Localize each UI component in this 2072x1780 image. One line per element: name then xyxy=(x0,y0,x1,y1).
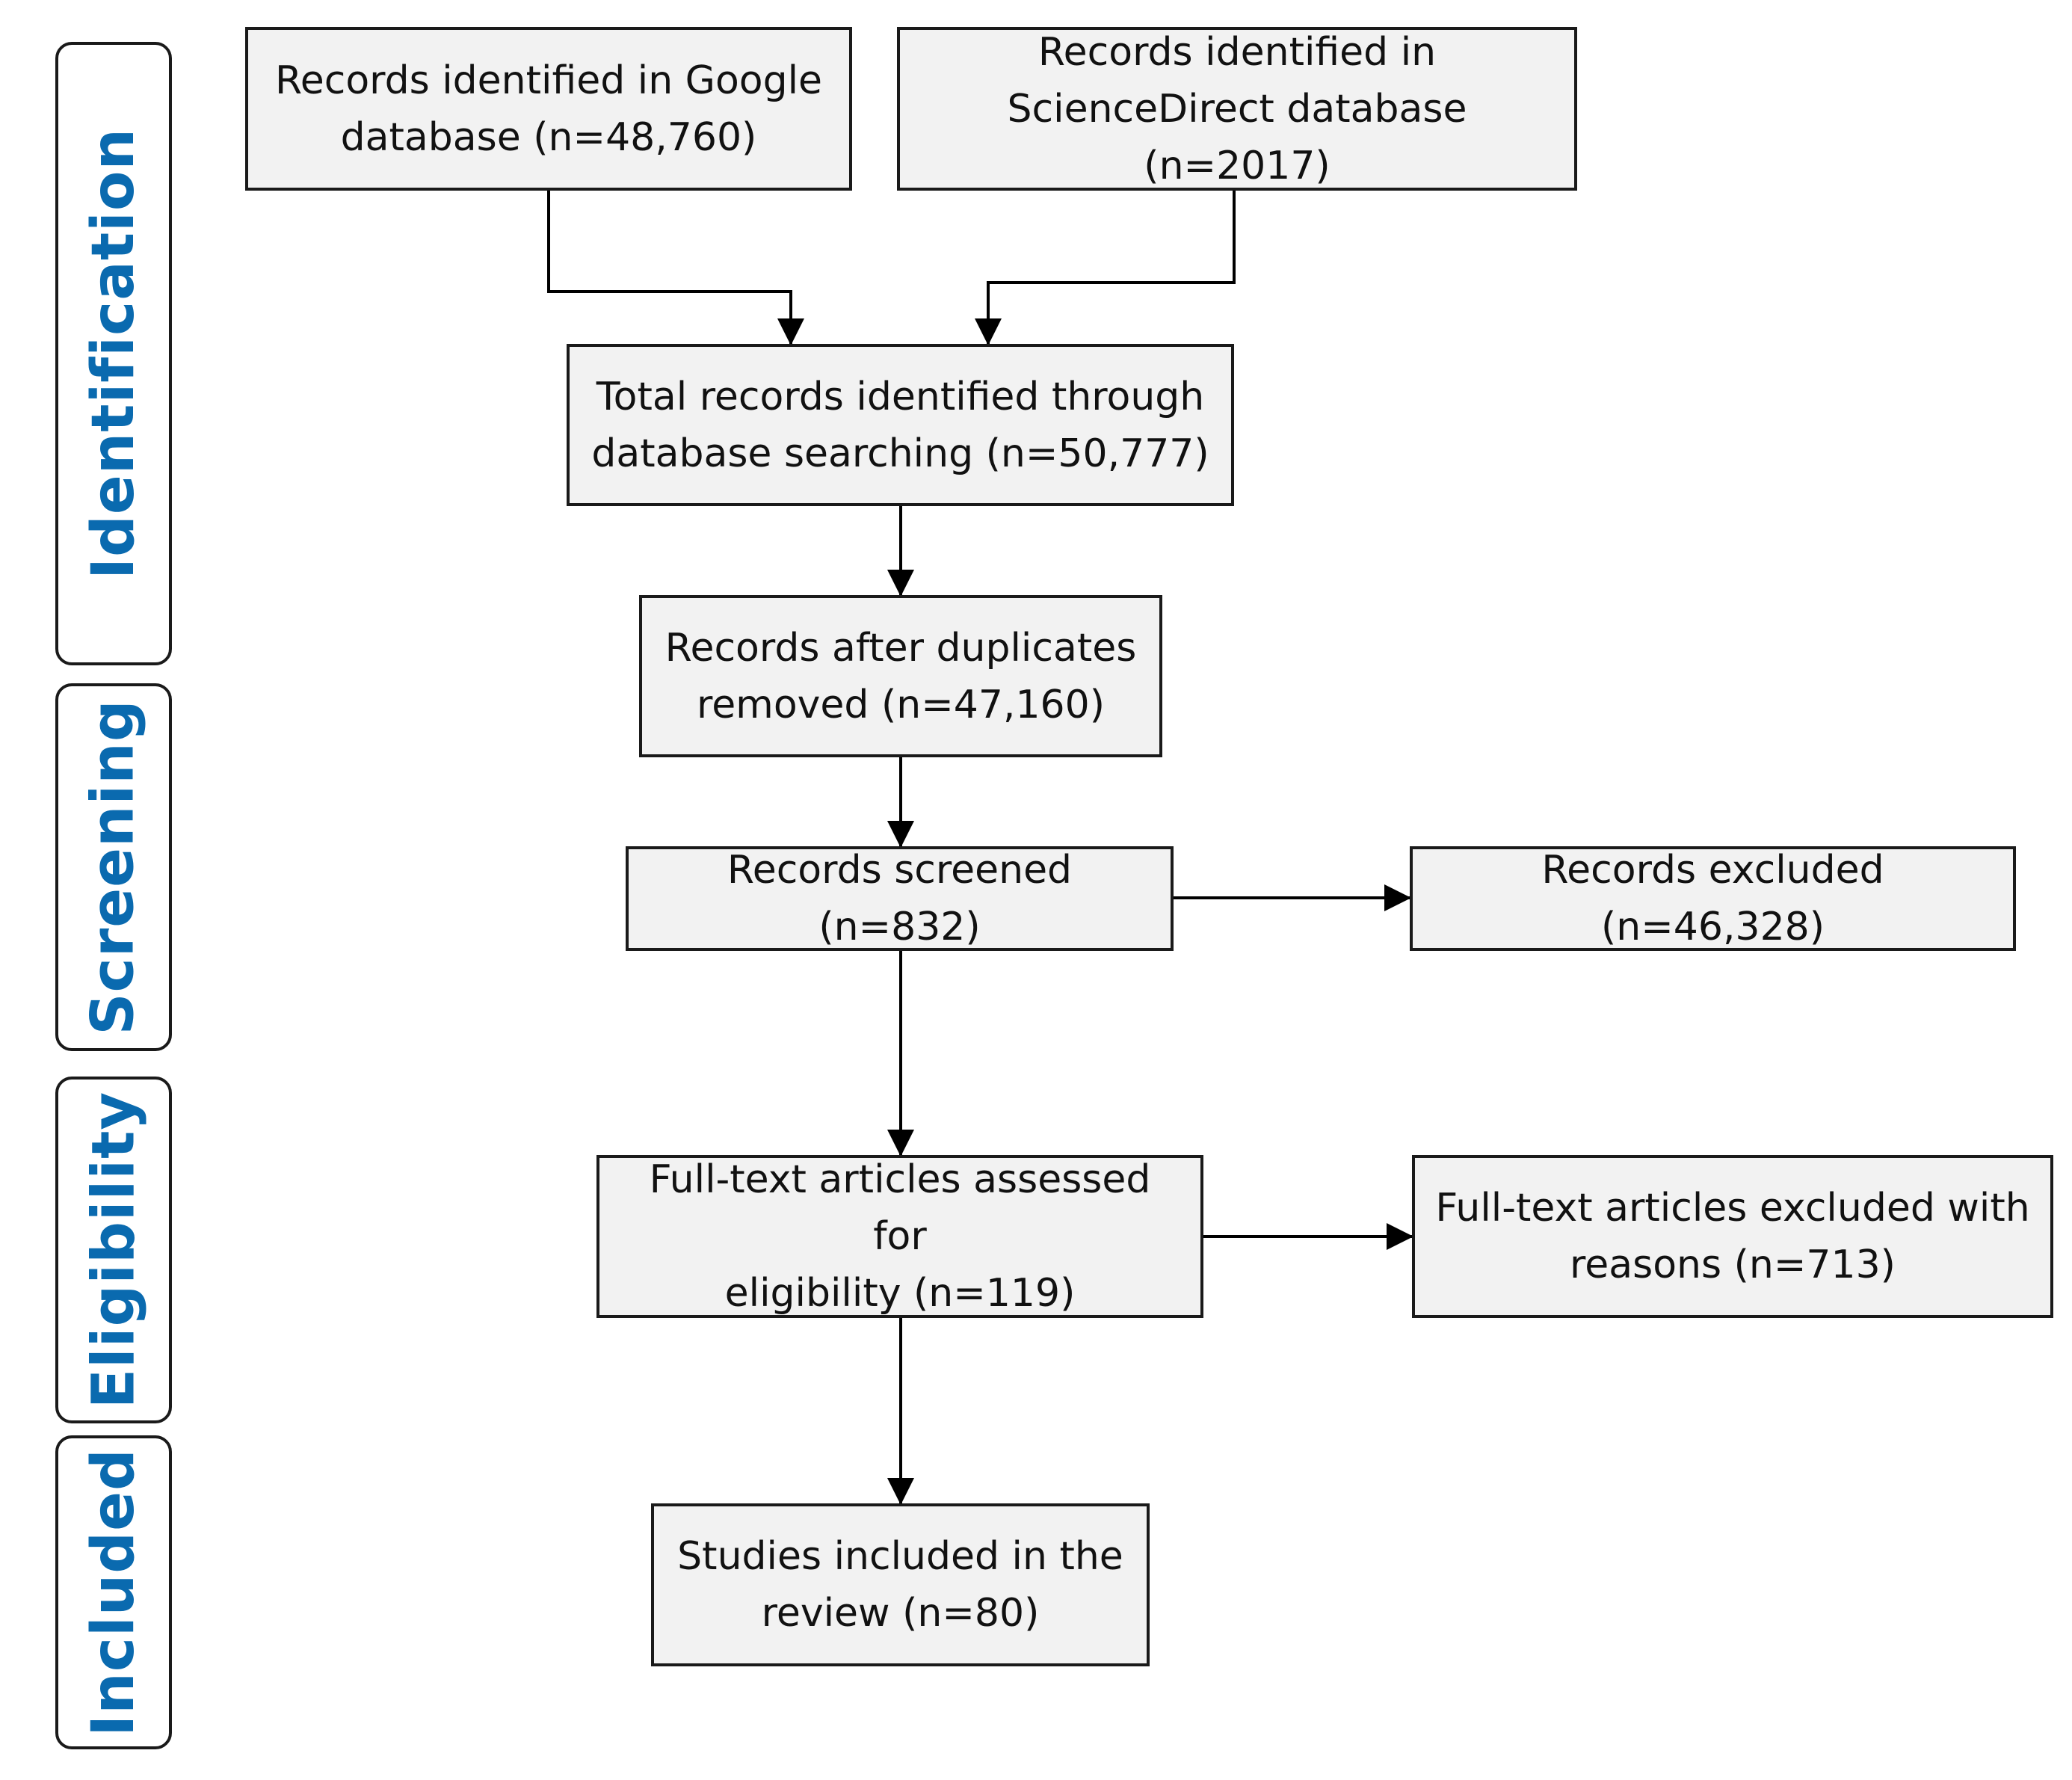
box-fulltext-assessed: Full-text articles assessed for eligibil… xyxy=(596,1155,1203,1318)
box-google-records: Records identified in Google database (n… xyxy=(245,27,852,191)
phase-identification-label: Identification xyxy=(80,128,147,579)
box-records-excluded-text: Records excluded (n=46,328) xyxy=(1541,848,1884,949)
box-studies-included: Studies included in the review (n=80) xyxy=(651,1503,1150,1666)
phase-identification: Identification xyxy=(55,42,172,665)
box-google-records-text: Records identified in Google database (n… xyxy=(274,58,823,160)
box-records-screened: Records screened (n=832) xyxy=(626,846,1174,951)
box-after-duplicates-text: Records after duplicates removed (n=47,1… xyxy=(665,625,1137,727)
box-studies-included-text: Studies included in the review (n=80) xyxy=(677,1534,1123,1636)
phase-screening: Screening xyxy=(55,683,172,1051)
phase-screening-label: Screening xyxy=(80,699,147,1035)
box-records-screened-text: Records screened (n=832) xyxy=(727,848,1073,949)
box-records-excluded: Records excluded (n=46,328) xyxy=(1410,846,2016,951)
arrow-sciencedirect-to-total xyxy=(975,191,1236,345)
phase-eligibility: Eligibility xyxy=(55,1077,172,1423)
box-after-duplicates: Records after duplicates removed (n=47,1… xyxy=(639,595,1162,757)
box-total-records-text: Total records identified through databas… xyxy=(591,374,1209,476)
box-fulltext-excluded: Full-text articles excluded with reasons… xyxy=(1412,1155,2053,1318)
box-fulltext-excluded-text: Full-text articles excluded with reasons… xyxy=(1435,1186,2030,1287)
box-sciencedirect-records-text: Records identified in ScienceDirect data… xyxy=(1007,29,1467,188)
arrow-google-to-total xyxy=(547,191,804,345)
phase-included-label: Included xyxy=(80,1448,147,1737)
phase-included: Included xyxy=(55,1435,172,1749)
phase-eligibility-label: Eligibility xyxy=(80,1091,147,1409)
box-fulltext-assessed-text: Full-text articles assessed for eligibil… xyxy=(649,1157,1151,1316)
box-total-records: Total records identified through databas… xyxy=(567,344,1234,506)
box-sciencedirect-records: Records identified in ScienceDirect data… xyxy=(897,27,1577,191)
